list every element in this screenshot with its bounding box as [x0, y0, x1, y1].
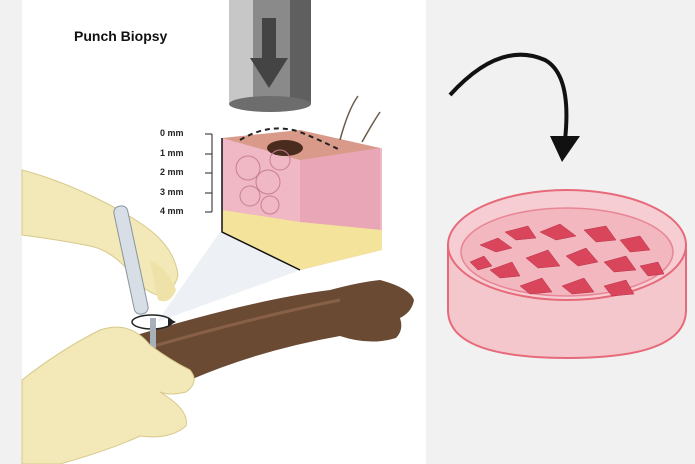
- upper-gloved-hand: [22, 170, 178, 301]
- depth-label-2: 2 mm: [160, 167, 184, 177]
- depth-ruler: [205, 134, 212, 212]
- curved-arrow-icon: [450, 55, 580, 162]
- petri-dish-icon: [448, 190, 686, 358]
- depth-label-4: 4 mm: [160, 206, 184, 216]
- skin-tissue-block: [222, 96, 382, 270]
- page-title: Punch Biopsy: [74, 28, 167, 44]
- depth-label-0: 0 mm: [160, 128, 184, 138]
- depth-label-1: 1 mm: [160, 148, 184, 158]
- depth-label-3: 3 mm: [160, 187, 184, 197]
